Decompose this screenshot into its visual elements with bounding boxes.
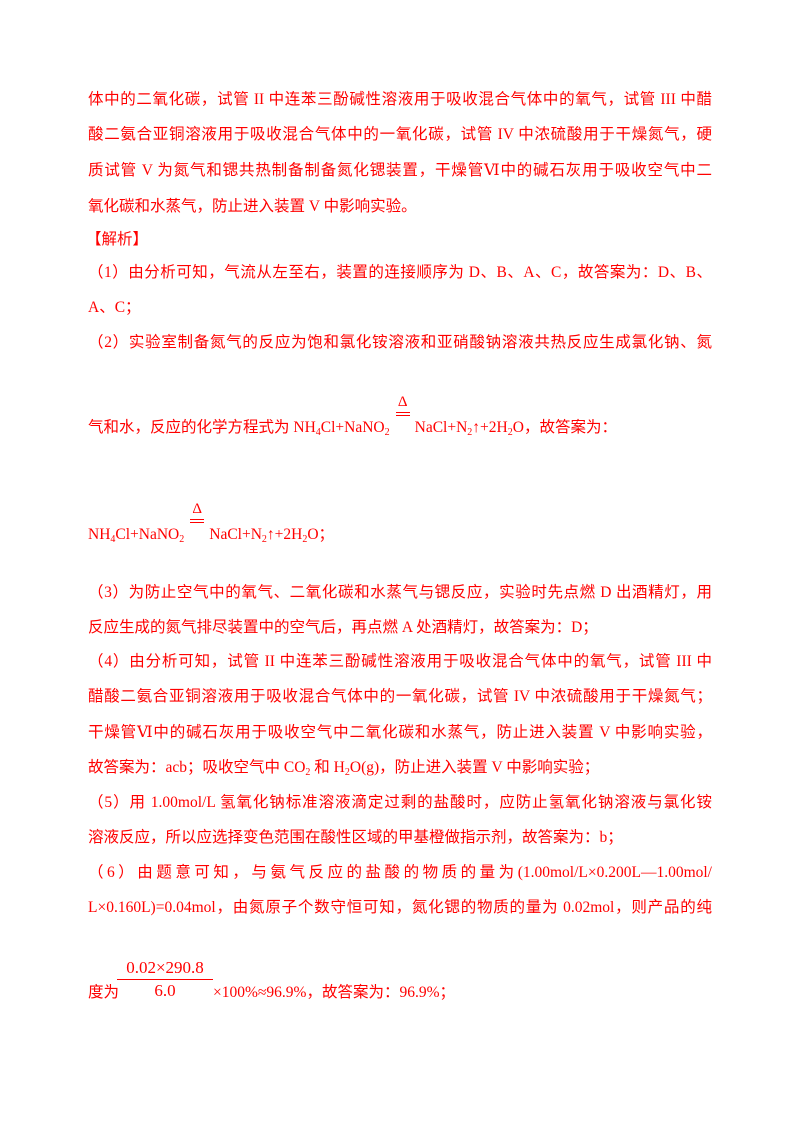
formula-part: NaCl+N (209, 526, 262, 543)
text-line: （6）由题意可知，与氨气反应的盐酸的物质的量为(1.00mol/L×0.200L… (88, 864, 712, 881)
fraction-numerator: 0.02×290.8 (117, 956, 213, 980)
formula-part: Cl+NaNO (320, 419, 385, 436)
text-line: 体中的二氧化碳，试管 II 中连苯三酚碱性溶液用于吸收混合气体中的氧气，试管 I… (88, 91, 712, 108)
subscript: 2 (507, 427, 513, 438)
subscript: 4 (110, 534, 116, 545)
fraction-denominator: 6.0 (154, 981, 176, 1000)
purity-fraction: 0.02×290.8 6.0 (117, 956, 213, 1002)
text-segment: 气和水，反应的化学方程式为 (88, 419, 294, 436)
reaction-condition: Δ (188, 501, 206, 543)
heat-symbol: Δ (192, 501, 203, 518)
subscript: 2 (179, 534, 185, 545)
text-line: （2）实验室制备氮气的反应为饱和氯化铵溶液和亚硝酸钠溶液共热反应生成氯化钠、氮 (88, 334, 712, 351)
text-line: 质试管 V 为氮气和锶共热制备制备氮化锶装置，干燥管Ⅵ中的碱石灰用于吸收空气中二 (88, 162, 712, 179)
text-line: （3）为防止空气中的氧气、二氧化碳和水蒸气与锶反应，实验时先点燃 D 出酒精灯，… (88, 584, 712, 601)
formula-part: ↑+2H (266, 526, 303, 543)
formula-part: O (307, 526, 319, 543)
analysis-heading: 【解析】 (86, 231, 149, 248)
formula-part: O (512, 419, 524, 436)
text-line: 干燥管Ⅵ中的碱石灰用于吸收空气中二氧化碳和水蒸气，防止进入装置 V 中影响实验， (88, 724, 712, 741)
text-line: （5）用 1.00mol/L 氢氧化钠标准溶液滴定过剩的盐酸时，应防止氢氧化钠溶… (88, 794, 712, 811)
text-line: A、C； (88, 299, 141, 316)
subscript: 4 (315, 427, 321, 438)
text-line: 溶液反应，所以应选择变色范围在酸性区域的甲基橙做指示剂，故答案为：b； (88, 829, 623, 846)
text-segment: O(g)，防止进入装置 V 中影响实验； (349, 759, 600, 776)
text-line: L×0.160L)=0.04mol，由氮原子个数守恒可知，氮化锶的物质的量为 0… (88, 899, 712, 916)
text-segment: ，故答案为： (523, 419, 617, 436)
subscript: 2 (261, 534, 267, 545)
equation-double-line (395, 412, 410, 417)
formula-part: NH (293, 419, 316, 436)
formula-part: Cl+NaNO (115, 526, 180, 543)
subscript: 2 (305, 767, 311, 778)
text-segment: ×100%≈96.9%，故答案为：96.9%； (213, 984, 455, 1001)
subscript: 2 (302, 534, 308, 545)
text-segment: 故答案为：acb；吸收空气中 CO (88, 759, 306, 776)
text-line: 酸二氨合亚铜溶液用于吸收混合气体中的一氧化碳，试管 IV 中浓硫酸用于干燥氮气，… (88, 126, 712, 143)
reaction-condition: Δ (394, 394, 412, 436)
subscript: 2 (384, 427, 390, 438)
formula-part: ↑+2H (472, 419, 508, 436)
text-segment: 度为 (88, 984, 120, 1001)
text-segment: ； (318, 526, 335, 543)
text-segment: 和 H (310, 759, 345, 776)
equation-double-line (190, 519, 205, 524)
text-line: （1）由分析可知，气流从左至右，装置的连接顺序为 D、B、A、C，故答案为：D、… (88, 264, 712, 281)
formula-part: NaCl+N (414, 419, 468, 436)
text-line: （4）由分析可知，试管 II 中连苯三酚碱性溶液用于吸收混合气体中的氧气，试管 … (88, 653, 712, 670)
formula-part: NH (88, 526, 111, 543)
subscript: 2 (467, 427, 473, 438)
heat-symbol: Δ (397, 394, 408, 411)
text-line: 故答案为：acb；吸收空气中 CO2 和 H2O(g)，防止进入装置 V 中影响… (88, 758, 599, 778)
text-line: 醋酸二氨合亚铜溶液用于吸收混合气体中的一氧化碳，试管 IV 中浓硫酸用于干燥氮气… (88, 688, 712, 705)
text-line: 氧化碳和水蒸气，防止进入装置 V 中影响实验。 (88, 198, 417, 215)
text-line: 反应生成的氮气排尽装置中的空气后，再点燃 A 处酒精灯，故答案为：D； (88, 619, 598, 636)
subscript: 2 (344, 767, 350, 778)
